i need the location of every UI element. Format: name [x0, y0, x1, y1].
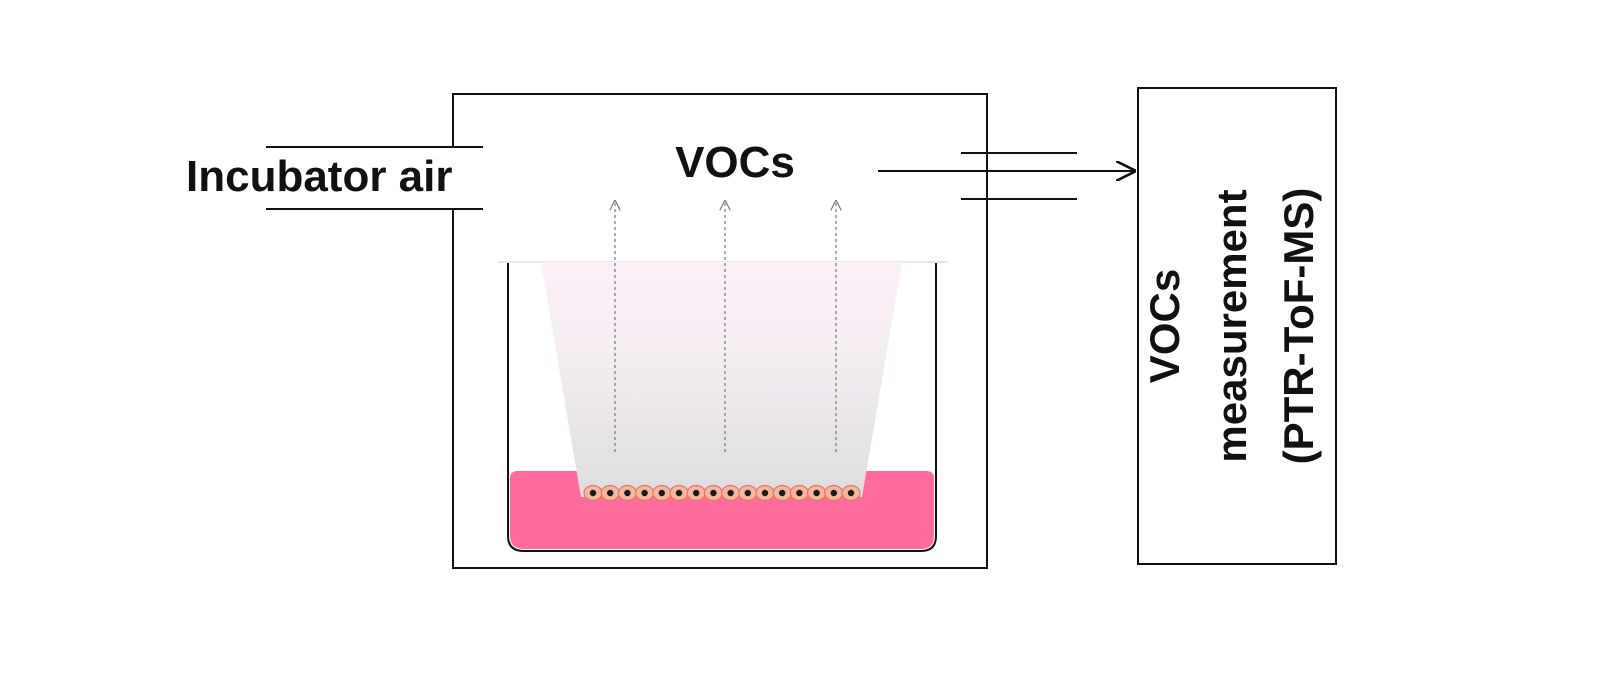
cell-nucleus [796, 489, 803, 497]
inlet-opening [450, 148, 458, 208]
incubation-chamber [452, 93, 988, 569]
cell-nucleus [761, 489, 769, 497]
inlet-label: Incubator air [186, 152, 453, 201]
cell-nucleus [710, 489, 717, 497]
cell-nucleus [813, 489, 820, 497]
cell-layer [583, 484, 861, 502]
cell-nucleus [693, 489, 700, 497]
cell-nucleus [641, 489, 648, 497]
cell-nucleus [779, 489, 786, 497]
cell-nucleus [607, 489, 614, 497]
instrument-label-line1: VOCs [1141, 269, 1188, 383]
transwell-insert [541, 262, 902, 497]
instrument-label-line3: (PTR-ToF-MS) [1275, 188, 1322, 465]
cell-nucleus [744, 489, 751, 497]
cell-nucleus [624, 489, 631, 497]
chamber-label: VOCs [675, 138, 795, 187]
cell-nucleus [847, 489, 855, 497]
instrument-label-line2: measurement [1208, 189, 1255, 462]
cell-nucleus [830, 489, 837, 497]
cell-nucleus [675, 489, 683, 497]
cell-nucleus [589, 489, 597, 497]
cell-nucleus [658, 489, 665, 497]
cell-nucleus [727, 489, 734, 497]
measurement-instrument [1137, 87, 1337, 565]
well-plate [507, 262, 937, 552]
